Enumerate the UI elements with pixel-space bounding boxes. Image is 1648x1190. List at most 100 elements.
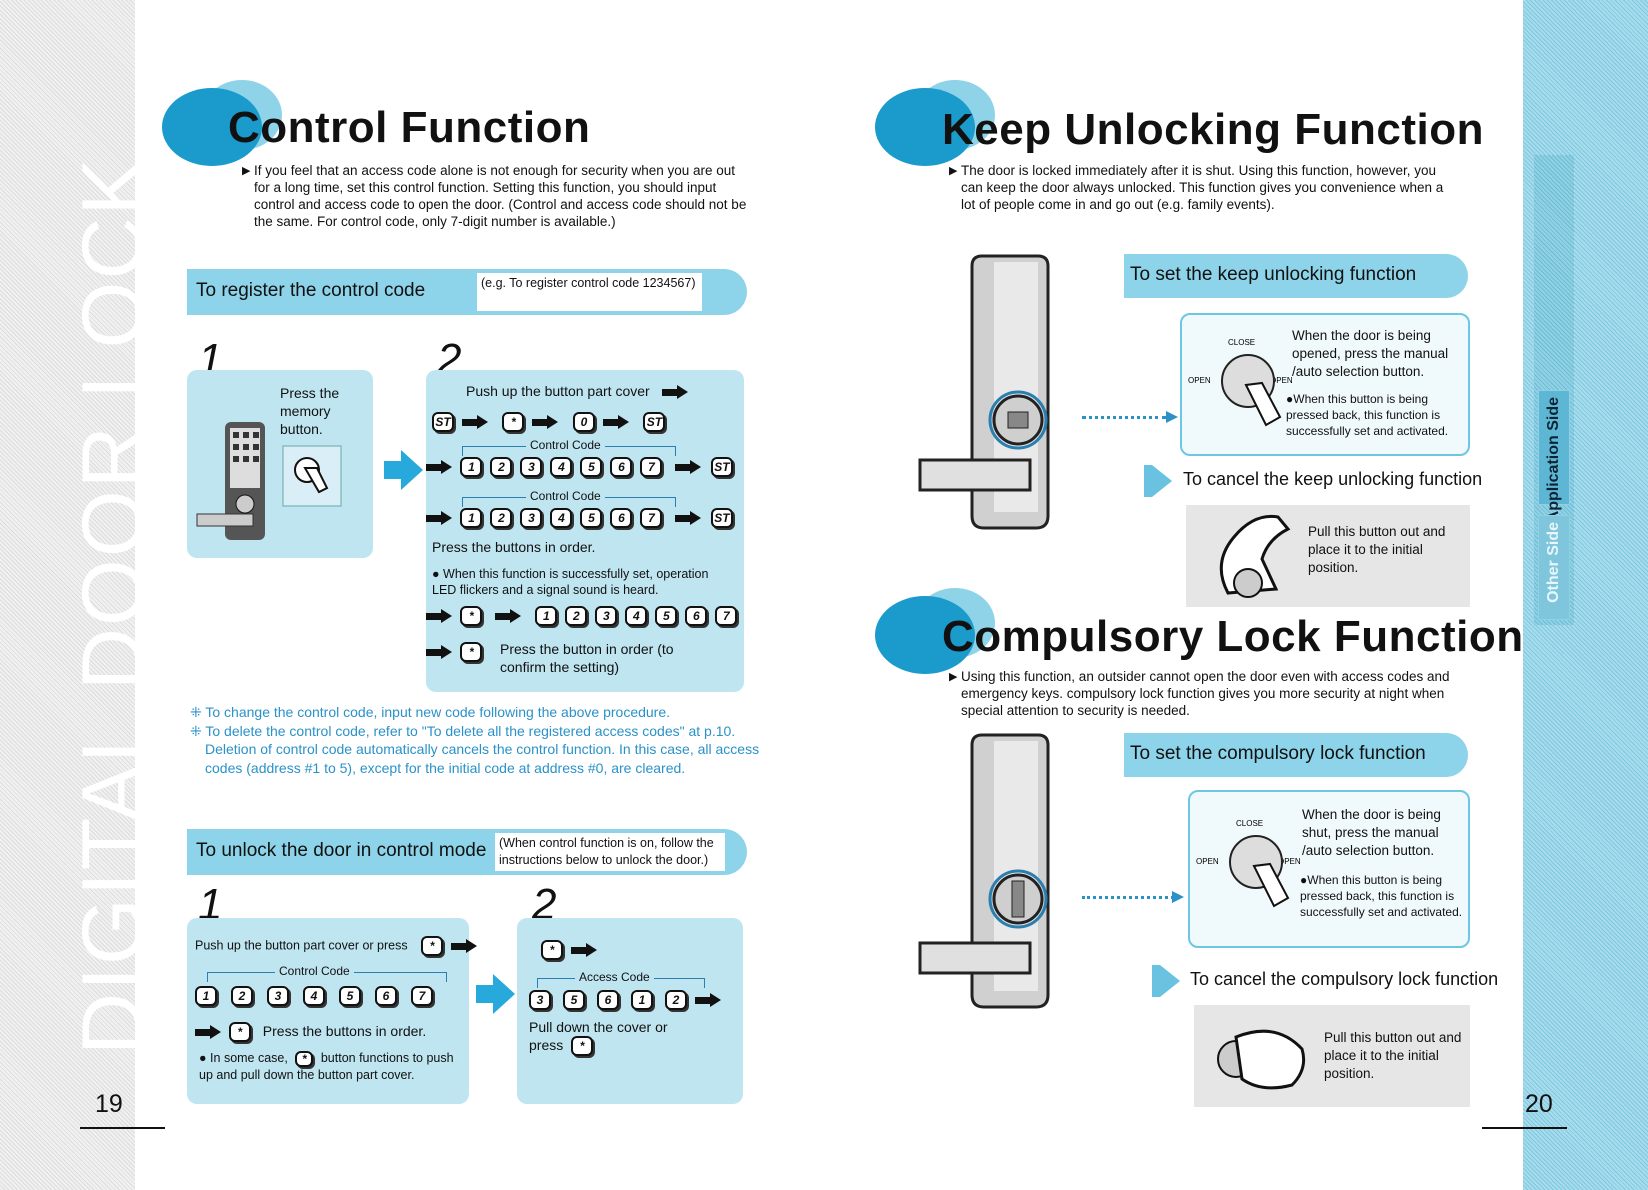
unlock-step1-panel: Push up the button part cover or press *… [187,918,478,1104]
register-note: (e.g. To register control code 1234567) [477,273,702,311]
key-3: 3 [529,990,551,1010]
register-header: To register the control code (e.g. To re… [187,269,747,315]
keep-set-text: When the door is being opened, press the… [1292,328,1449,379]
arrow-right-icon [426,645,452,659]
keep-set-header: To set the keep unlocking function [1124,254,1468,298]
key-star: * [228,1022,251,1043]
key-star: * [421,936,444,956]
keep-intro-text: The door is locked immediately after it … [961,163,1444,212]
hand-pull-button-icon [1219,514,1291,598]
keep-set-note-text: When this button is being pressed back, … [1286,392,1449,438]
success-note: ● When this function is successfully set… [432,566,732,598]
key-6: 6 [685,606,708,626]
arrow-right-icon [602,415,629,429]
register-step1-panel: Press the memory button. [187,370,373,558]
pointer-dots [1082,416,1166,419]
register-step1-text: Press the memory button. [280,385,340,437]
access-code-label: Access Code [575,970,654,984]
open-label: OPEN [1278,857,1301,866]
arrow-right-icon [462,415,488,429]
key-4: 4 [625,606,648,626]
key-6: 6 [597,990,619,1010]
key-3: 3 [595,606,618,626]
bullet-dot-icon: ● [432,567,440,581]
arrow-right-icon [451,939,478,953]
key-2: 2 [665,990,687,1010]
key-5: 5 [580,508,603,528]
some-case-text: In some case, [210,1051,288,1065]
tab-other-label: Other Side [1545,522,1562,603]
arrow-right-icon [661,385,688,400]
key-7: 7 [640,457,663,477]
tab-application-label: Application Side [1545,397,1562,523]
compulsory-cancel-text: Pull this button out and place it to the… [1324,1030,1462,1081]
note-line-2: To delete the control code, refer to "To… [205,722,736,739]
key-star: * [460,606,483,626]
key-1: 1 [535,606,558,626]
key-4: 4 [303,986,325,1006]
arrow-right-icon [426,609,452,623]
arrow-right-icon [695,993,721,1007]
control-code-label: Control Code [526,438,605,452]
key-1: 1 [460,508,483,528]
key-3: 3 [520,457,543,477]
bullet-dot-icon: ● [1286,392,1294,406]
key-st: ST [432,412,454,432]
bullet-triangle-icon: ▶ [949,165,958,177]
control-code-label: Control Code [275,964,354,978]
page-number-right: 20 [1525,1090,1553,1118]
sidebar-title: DIGITAL DOOR LOCK [65,156,135,1055]
tab-other-side[interactable]: Other Side [1538,515,1570,620]
key-2: 2 [490,508,513,528]
arrow-right-icon [571,943,597,957]
key-5: 5 [580,457,603,477]
key-star: * [460,642,483,662]
compulsory-set-text: When the door is being shut, press the m… [1302,807,1441,858]
left-sidebar: DIGITAL DOOR LOCK [0,0,135,1190]
tab-application-side[interactable]: Application Side [1538,390,1570,522]
pointer-arrow-icon [1166,411,1178,423]
keep-cancel-label: To cancel the keep unlocking function [1183,469,1483,489]
pull-down-label: Pull down the cover or press [529,1019,668,1053]
keep-set-note: ●When this button is being pressed back,… [1286,391,1466,439]
key-5: 5 [655,606,678,626]
cancel-marker-icon [1152,965,1186,997]
hand-pull-button-icon [1217,1029,1306,1090]
compulsory-set-note-text: When this button is being pressed back, … [1300,873,1463,919]
page-title-compulsory: Compulsory Lock Function [942,612,1524,661]
page-rule-right [1482,1127,1567,1129]
compulsory-intro: ▶ Using this function, an outsider canno… [949,668,1461,719]
unlock-note: (When control function is on, follow the… [495,833,725,871]
door-lock-illustration [918,254,1050,530]
unlock-press-order-text: Press the buttons in order. [262,1023,427,1039]
key-4: 4 [550,457,573,477]
key-5: 5 [339,986,361,1006]
unlock-step1-head: Push up the button part cover or press * [195,936,487,956]
manual-auto-button-icon: CLOSE OPEN OPEN [1196,819,1301,908]
compulsory-cancel-label: To cancel the compulsory lock function [1190,969,1499,989]
key-star: * [502,412,525,432]
unlock-step1-head-text: Push up the button part cover or press [195,938,408,953]
keep-intro: ▶ The door is locked immediately after i… [949,162,1461,213]
keep-set-label: To set the keep unlocking function [1130,264,1417,285]
compulsory-cancel-detail: Pull this button out and place it to the… [1194,1005,1470,1107]
open-label: OPEN [1196,857,1219,866]
keep-cancel-text: Pull this button out and place it to the… [1308,524,1446,575]
key-1: 1 [460,457,483,477]
bullet-dot-icon: ● [199,1051,207,1065]
page-rule-left [80,1127,165,1129]
press-order-text: Press the buttons in order. [432,539,596,555]
key-sequence-1: ST * 0 ST [432,412,673,432]
page-title-control: Control Function [228,103,591,152]
register-step2-panel: Push up the button part cover ST * 0 ST … [426,370,744,692]
page-number-left: 19 [95,1090,123,1118]
confirm-row: * [426,642,490,662]
key-st: ST [710,508,733,528]
step-arrow-icon [384,450,424,490]
arrow-right-icon [532,415,559,429]
key-st: ST [643,412,666,432]
